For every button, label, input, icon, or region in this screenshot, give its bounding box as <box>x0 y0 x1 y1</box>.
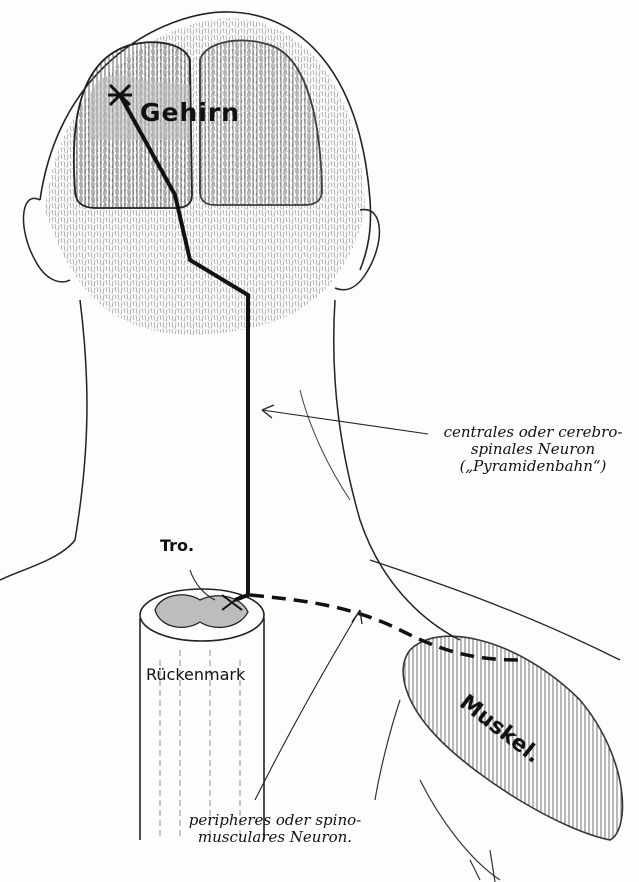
label-peripheral-neuron: peripheres oder spino- musculares Neuron… <box>160 812 390 846</box>
label-peripheral-line1: peripheres oder spino- <box>160 812 390 829</box>
peripheral-pointer <box>255 610 360 800</box>
label-peripheral-line2: musculares Neuron. <box>160 829 390 846</box>
spinal-cord-drawing <box>140 589 264 840</box>
label-central-line1: centrales oder cerebro- <box>430 424 636 441</box>
label-spinal-cord: Rückenmark <box>146 665 245 684</box>
label-central-line3: („Pyramidenbahn“) <box>430 458 636 475</box>
label-brain: Gehirn <box>140 98 240 127</box>
neck-left <box>0 300 87 580</box>
label-central-line2: spinales Neuron <box>430 441 636 458</box>
label-tract: Tro. <box>160 536 194 555</box>
central-pointer <box>262 410 428 434</box>
label-central-neuron: centrales oder cerebro- spinales Neuron … <box>430 424 636 475</box>
